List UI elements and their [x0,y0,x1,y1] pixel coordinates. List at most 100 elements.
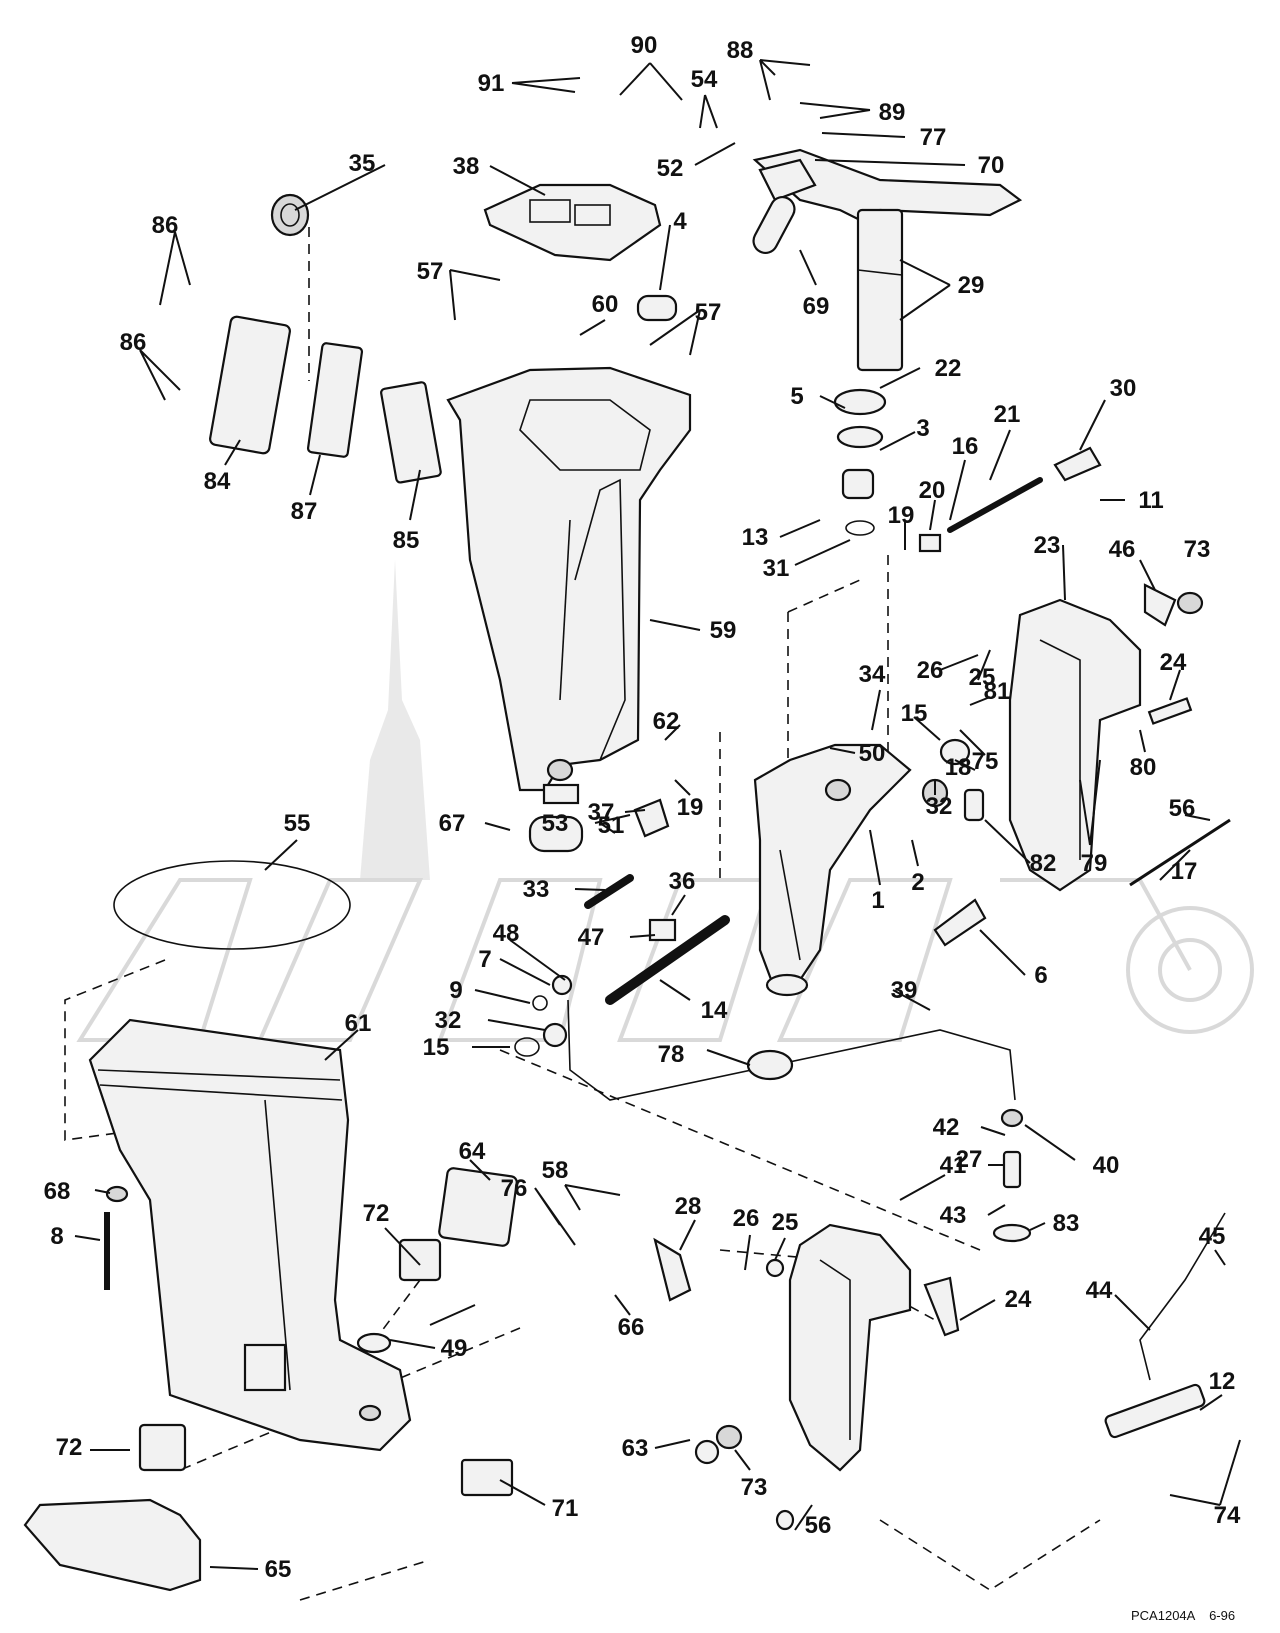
callout-59: 59 [710,617,737,644]
callout-numbers: 1234567891112131415151617181919202122232… [44,32,1241,1583]
callout-73: 73 [1184,536,1211,563]
callout-75: 75 [972,748,999,775]
callout-46: 46 [1109,536,1136,563]
callout-42: 42 [933,1114,960,1141]
exhaust-housing [446,366,692,805]
callout-26: 26 [917,657,944,684]
lower-cover [23,1498,202,1592]
callout-25: 25 [969,664,996,691]
callout-21: 21 [994,401,1021,428]
callout-50: 50 [859,740,886,767]
callout-16: 16 [952,433,979,460]
callout-72: 72 [363,1200,390,1227]
callout-23: 23 [1034,532,1061,559]
through-bolt [1129,818,1231,887]
callout-17: 17 [1171,858,1198,885]
callout-8: 8 [50,1223,63,1250]
exhaust-plate [483,183,662,262]
callout-88: 88 [727,37,754,64]
callout-24: 24 [1160,649,1187,676]
callout-35: 35 [349,150,376,177]
callout-79: 79 [1081,850,1108,877]
callout-70: 70 [978,152,1005,179]
callout-83: 83 [1053,1210,1080,1237]
callout-85: 85 [393,527,420,554]
callout-48: 48 [493,920,520,947]
steering-assembly [752,148,1023,372]
callout-2: 2 [911,869,924,896]
callout-13: 13 [742,524,769,551]
callout-5: 5 [790,383,803,410]
callout-71: 71 [552,1495,579,1522]
callout-38: 38 [453,153,480,180]
callout-30: 30 [1110,375,1137,402]
callout-11: 11 [1138,487,1163,514]
callout-78: 78 [658,1041,685,1068]
plate-gasket [380,381,442,484]
stern-bracket-port [788,1223,912,1472]
callout-89: 89 [879,99,906,126]
callout-74: 74 [1214,1502,1241,1529]
callout-25: 25 [772,1209,799,1236]
callout-77: 77 [920,124,947,151]
callout-76: 76 [501,1175,528,1202]
callout-86: 86 [152,212,179,239]
callout-34: 34 [859,661,886,688]
callout-72: 72 [56,1434,83,1461]
drawing-date: 6-96 [1209,1608,1236,1623]
callout-24: 24 [1005,1286,1032,1313]
small-hardware [104,294,1206,1531]
ground-strap [1139,1212,1226,1381]
drawing-code: PCA1204A 6-96 [1131,1608,1235,1623]
callout-58: 58 [542,1157,569,1184]
callout-69: 69 [803,293,830,320]
callout-41: 41 [940,1152,967,1179]
grommet [270,193,310,237]
side-cover [209,315,291,455]
callout-87: 87 [291,498,318,525]
callout-66: 66 [618,1314,645,1341]
callout-56: 56 [805,1512,832,1539]
callout-31: 31 [763,555,790,582]
callout-91: 91 [478,70,505,97]
callout-54: 54 [691,66,718,93]
callout-27: 27 [956,1146,983,1173]
callout-49: 49 [441,1335,468,1362]
callout-86: 86 [120,329,147,356]
callout-15: 15 [423,1034,450,1061]
callout-67: 67 [439,810,466,837]
callout-33: 33 [523,876,550,903]
callout-62: 62 [653,708,680,735]
callout-6: 6 [1034,962,1047,989]
callout-36: 36 [669,868,696,895]
callout-20: 20 [919,477,946,504]
callout-63: 63 [622,1435,649,1462]
callout-7: 7 [478,946,491,973]
callout-1: 1 [871,887,884,914]
callout-44: 44 [1086,1277,1113,1304]
cover-gasket [306,342,364,458]
callout-81: 81 [984,678,1011,705]
drawing-id: PCA1204A [1131,1608,1195,1623]
callout-19: 19 [888,502,915,529]
callout-12: 12 [1209,1368,1236,1395]
callout-22: 22 [935,355,962,382]
callout-9: 9 [449,977,462,1004]
callout-45: 45 [1199,1223,1226,1250]
callout-47: 47 [578,924,605,951]
callout-56: 56 [1169,795,1196,822]
callout-37: 37 [588,799,615,826]
seal-ring [113,860,351,950]
callout-64: 64 [459,1138,486,1165]
callout-65: 65 [265,1556,292,1583]
callout-53: 53 [542,810,569,837]
callout-68: 68 [44,1178,71,1205]
pivot-pin [584,874,634,909]
callout-29: 29 [958,272,985,299]
stern-bracket-starboard [1008,598,1142,892]
callout-32: 32 [435,1007,462,1034]
callout-40: 40 [1093,1152,1120,1179]
callout-73: 73 [741,1474,768,1501]
callout-84: 84 [204,468,231,495]
